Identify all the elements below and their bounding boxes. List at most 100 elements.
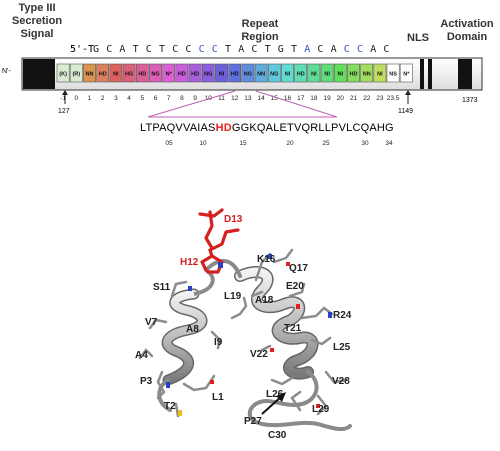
rvd-label: NI xyxy=(311,72,317,78)
label-V28: V28 xyxy=(332,376,350,387)
rvd-label: HD xyxy=(99,72,107,78)
dna-base: C xyxy=(185,44,191,55)
atoms xyxy=(166,254,332,416)
nls-stripe-1 xyxy=(420,59,424,89)
label-C30: C30 xyxy=(268,430,287,441)
sequence-tick: 34 xyxy=(385,140,393,147)
dna-base: T xyxy=(265,44,271,55)
repeat-number: 23.5 xyxy=(387,95,400,102)
n-terminus-label: N'- xyxy=(2,68,11,75)
rvd-label: HD xyxy=(231,72,239,78)
header-activation-line1: Activation xyxy=(440,18,494,30)
dna-base: T xyxy=(133,44,139,55)
dna-base: A xyxy=(304,44,310,55)
rvd-label: NG xyxy=(270,72,278,78)
header-repeat-region: Repeat Region xyxy=(236,18,284,44)
svg-text:1149: 1149 xyxy=(398,108,413,115)
repeat-numbers: -101234567891011121314151617181920212223… xyxy=(60,95,400,102)
rvd-label: (R) xyxy=(72,72,80,78)
repeat-box: N* xyxy=(399,63,413,83)
dna-prefix: 5'-T xyxy=(70,44,94,55)
repeat-box: NI xyxy=(307,63,321,83)
dna-base: G xyxy=(93,44,99,55)
rvd-label: NG xyxy=(204,72,212,78)
repeat-number: 3 xyxy=(114,95,118,102)
rvd-label: NS xyxy=(389,72,397,78)
repeat-box: NI xyxy=(333,63,347,83)
repeat-number: 20 xyxy=(337,95,345,102)
repeat-box: HD xyxy=(347,63,360,83)
helix-2 xyxy=(234,266,319,380)
rvd-label: N* xyxy=(166,72,173,78)
dna-base: C xyxy=(172,44,178,55)
header-repeat-line2: Region xyxy=(241,31,279,43)
repeat-number: 9 xyxy=(193,95,197,102)
rvd-label: HD xyxy=(297,72,305,78)
residue-labels: D13 H12 K16 Q17 S11 L19 A18 E20 V7 A8 I9… xyxy=(135,214,352,441)
repeat-number: 0 xyxy=(74,95,78,102)
repeat-box: NS xyxy=(386,63,400,83)
repeat-box: (R) xyxy=(69,63,83,83)
rvd-label: NI xyxy=(219,72,225,78)
rvd-label: NI xyxy=(324,72,330,78)
repeat-number: -1 xyxy=(60,95,66,102)
rvd-label: N* xyxy=(403,72,410,78)
label-L19: L19 xyxy=(224,291,242,302)
label-A18: A18 xyxy=(255,295,274,306)
label-L29: L29 xyxy=(312,404,330,415)
p27-arrow xyxy=(261,392,286,415)
header-repeat-line1: Repeat xyxy=(241,18,279,30)
rvd-label: HD xyxy=(191,72,199,78)
svg-text:127: 127 xyxy=(58,108,70,115)
dna-base: C xyxy=(251,44,257,55)
repeat-box: NG xyxy=(241,63,255,83)
label-V22: V22 xyxy=(250,349,268,360)
repeat-box: NI xyxy=(320,63,334,83)
dna-base: C xyxy=(146,44,152,55)
repeat-box: NN xyxy=(83,63,96,83)
repeat-number: 14 xyxy=(257,95,265,102)
repeat-number: 19 xyxy=(323,95,331,102)
repeat-number: 18 xyxy=(310,95,318,102)
dna-base: C xyxy=(357,44,363,55)
dna-base: T xyxy=(159,44,165,55)
sequence-tick: 05 xyxy=(165,140,173,147)
dna-base: A xyxy=(119,44,125,55)
dna-base: A xyxy=(238,44,244,55)
dna-base: C xyxy=(106,44,112,55)
dna-base: C xyxy=(199,44,205,55)
rvd-label: HD xyxy=(138,72,146,78)
histidine-nitrogen xyxy=(218,262,223,268)
rvd-label: NI xyxy=(113,72,119,78)
repeat-number: 11 xyxy=(218,95,225,102)
rvd-label: HD xyxy=(178,72,186,78)
dna-base: G xyxy=(278,44,284,55)
dna-base: C xyxy=(344,44,350,55)
peptide-after: GGKQALETVQRLLPVLCQAHG xyxy=(232,122,394,134)
header-t3ss: Type III Secretion Signal xyxy=(0,2,74,41)
header-nls-text: NLS xyxy=(407,32,429,44)
repeat-box: HD xyxy=(188,63,202,83)
repeat-box: HD xyxy=(96,63,110,83)
repeat-number: 1 xyxy=(88,95,92,102)
repeat-box: NI xyxy=(373,63,387,83)
header-activation-line2: Domain xyxy=(446,31,488,43)
repeat-box: HD xyxy=(294,63,308,83)
repeat-box: (K) xyxy=(56,63,70,83)
repeat-box: NG xyxy=(267,63,281,83)
zoom-line-right xyxy=(255,90,338,118)
repeat-number: 13 xyxy=(244,95,252,102)
repeat-number: 2 xyxy=(101,95,105,102)
header-t3ss-line1: Type III xyxy=(18,2,56,14)
dna-base: T xyxy=(225,44,231,55)
repeat-number: 12 xyxy=(231,95,239,102)
label-S11: S11 xyxy=(153,282,171,293)
repeat-number: 22 xyxy=(363,95,371,102)
sequence-tick: 15 xyxy=(239,140,247,147)
label-R24: R24 xyxy=(333,310,352,321)
repeat-number: 16 xyxy=(284,95,292,102)
repeat-number: 5 xyxy=(140,95,144,102)
label-L25: L25 xyxy=(333,342,351,353)
